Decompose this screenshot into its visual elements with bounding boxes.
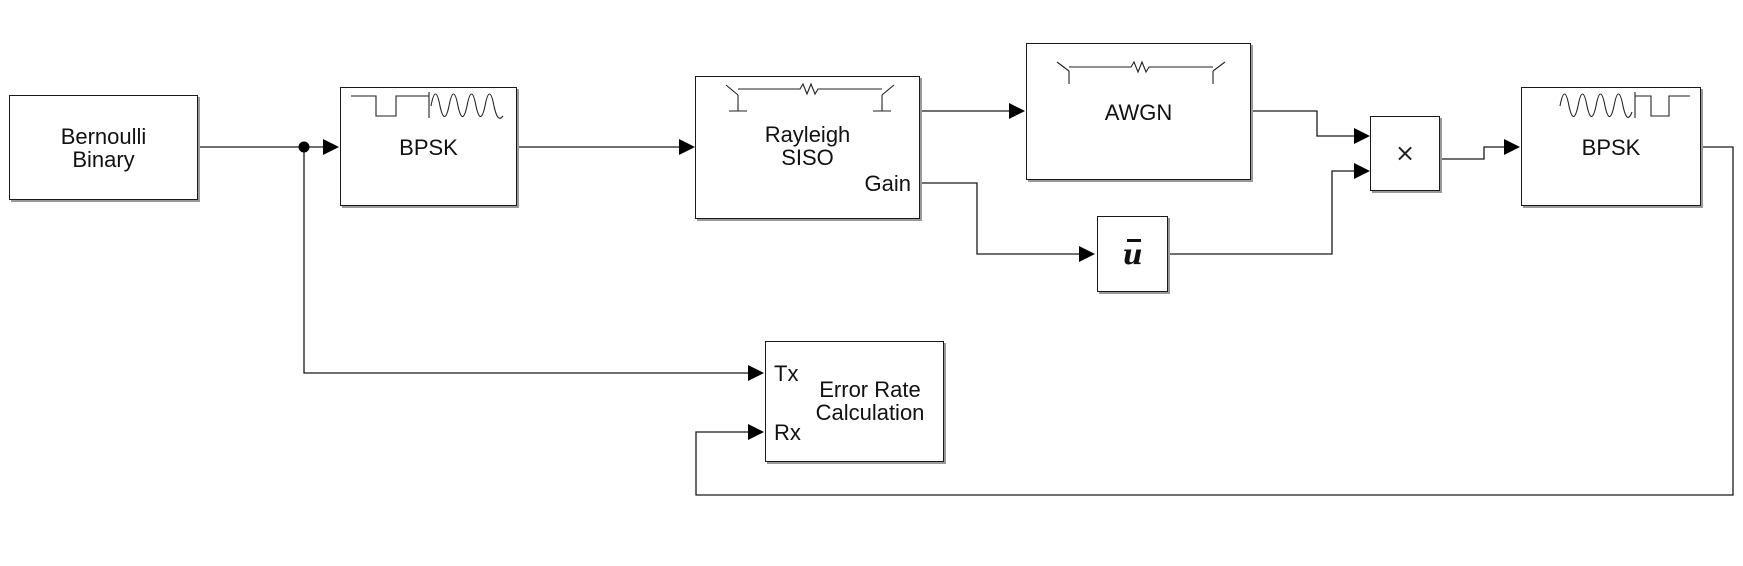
multiply-icon: × bbox=[1394, 139, 1416, 167]
mean-block[interactable]: u bbox=[1097, 216, 1168, 292]
line-bpsk-demod-to-rx bbox=[695, 146, 1734, 496]
rx-port-label: Rx bbox=[774, 420, 801, 445]
arrow-bpsk-demod-in bbox=[1504, 139, 1520, 155]
arrow-bpsk-in bbox=[323, 139, 339, 155]
block-label-line1: Bernoulli bbox=[60, 124, 147, 149]
block-label-line2: Calculation bbox=[815, 400, 925, 425]
arrow-product-in1 bbox=[1354, 128, 1370, 144]
block-label-line2: SISO bbox=[781, 145, 834, 170]
bernoulli-binary-block[interactable]: Bernoulli Binary bbox=[9, 95, 198, 200]
gain-port-label: Gain bbox=[864, 171, 911, 196]
arrow-product-in2 bbox=[1354, 163, 1370, 179]
line-awgn-to-product bbox=[1251, 110, 1354, 137]
error-rate-calculation-block[interactable]: Tx Rx Error Rate Calculation bbox=[765, 341, 944, 462]
bpsk-demodulator-block[interactable]: BPSK bbox=[1521, 87, 1701, 206]
arrow-tx-in bbox=[748, 365, 764, 381]
channel-antenna-icon bbox=[1056, 60, 1226, 84]
mean-symbol: u bbox=[1122, 238, 1143, 271]
mean-bar-icon bbox=[1127, 239, 1141, 242]
arrow-rayleigh-in bbox=[679, 139, 695, 155]
arrow-mean-in bbox=[1079, 246, 1095, 262]
block-label-line1: Rayleigh bbox=[764, 122, 851, 147]
rayleigh-siso-block[interactable]: Rayleigh SISO Gain bbox=[695, 76, 920, 219]
channel-antenna-icon bbox=[725, 82, 895, 112]
bpsk-modulator-block[interactable]: BPSK bbox=[340, 87, 517, 206]
block-label: BPSK bbox=[399, 135, 458, 160]
block-label-line2: Binary bbox=[72, 147, 135, 172]
bpsk-waveform-icon bbox=[1559, 92, 1690, 118]
block-label-line1: Error Rate bbox=[819, 377, 921, 402]
line-gain-to-mean bbox=[920, 182, 1079, 255]
line-product-to-bpsk-demod bbox=[1440, 146, 1504, 160]
product-block[interactable]: × bbox=[1370, 116, 1440, 191]
bpsk-waveform-icon bbox=[351, 92, 504, 119]
branch-point bbox=[298, 141, 310, 153]
line-mean-to-product bbox=[1168, 170, 1354, 255]
tx-port-label: Tx bbox=[774, 361, 799, 386]
line-branch-to-tx bbox=[303, 147, 748, 374]
arrow-rx-in bbox=[748, 424, 764, 440]
awgn-block[interactable]: AWGN bbox=[1026, 43, 1251, 180]
block-label: BPSK bbox=[1581, 135, 1641, 160]
arrow-awgn-in bbox=[1009, 103, 1025, 119]
block-label: AWGN bbox=[1104, 100, 1173, 125]
